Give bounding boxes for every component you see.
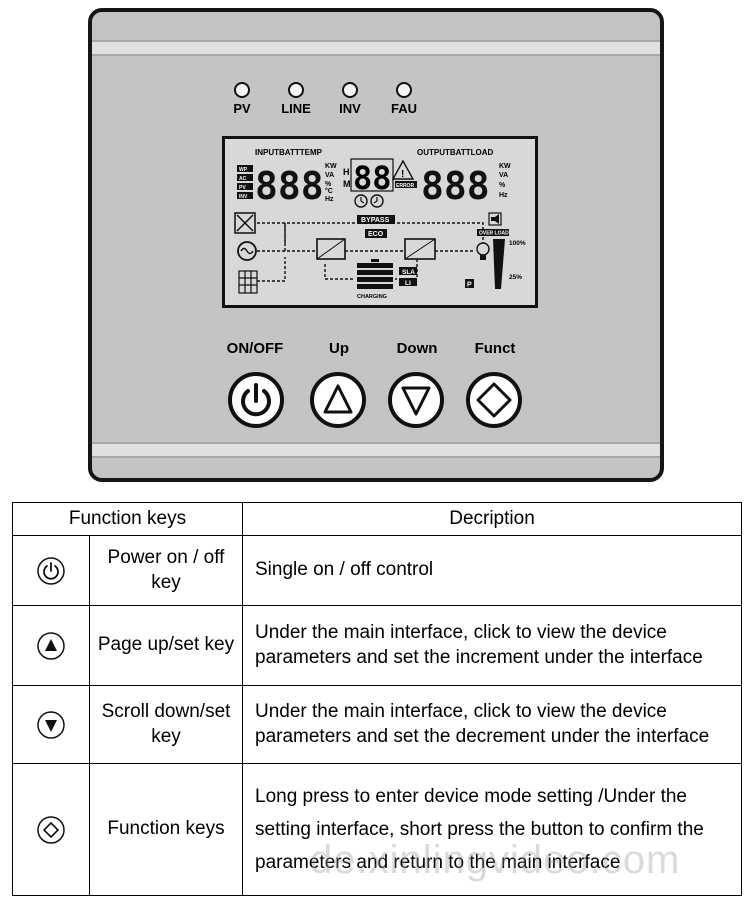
svg-text:PV: PV — [239, 185, 246, 191]
svg-text:%: % — [325, 181, 332, 188]
fan-icon — [234, 212, 256, 234]
key-label-funct: Funct — [474, 340, 516, 357]
load-level-meter — [493, 239, 505, 289]
lcd-left-units: KW VA % °C Hz — [325, 163, 337, 203]
svg-text:WP: WP — [239, 167, 248, 173]
table-row: Page up/set key Under the main interface… — [12, 605, 742, 686]
warning-icon: ! — [391, 159, 415, 180]
key-label-up: Up — [329, 340, 349, 357]
lcd-charging-label: CHARGING — [357, 294, 387, 300]
lcd-overload-label: OVER LOAD — [479, 231, 509, 237]
svg-text:AC: AC — [239, 176, 247, 182]
header-function-keys: Function keys — [12, 502, 243, 536]
rectifier-icon — [316, 238, 346, 260]
lcd-minute-label: M — [343, 179, 351, 189]
power-icon — [241, 383, 271, 417]
led-line: LINE — [276, 82, 316, 116]
table-row: Scroll down/set key Under the main inter… — [12, 685, 742, 764]
lcd-output-label: OUTPUTBATTLOAD — [417, 148, 494, 157]
svg-text:KW: KW — [499, 163, 511, 170]
svg-text:Hz: Hz — [499, 192, 508, 199]
led-label: LINE — [281, 101, 311, 116]
lcd-right-digits: 888 — [421, 164, 490, 208]
lcd-100-percent: 100% — [509, 240, 526, 247]
lcd-hour-label: H — [343, 167, 350, 177]
speaker-mute-icon — [488, 212, 502, 226]
lcd-li-label: LI — [405, 280, 411, 287]
table-row: Power on / off key Single on / off contr… — [12, 535, 742, 606]
lcd-left-digits: 888 — [255, 164, 324, 208]
clock-icon — [354, 194, 384, 208]
lcd-bypass-label: BYPASS — [361, 217, 390, 224]
panel-top-groove — [92, 40, 660, 56]
triangle-up-icon — [37, 631, 65, 660]
up-button[interactable] — [310, 372, 366, 428]
led-indicator-icon — [288, 82, 304, 98]
key-label-down: Down — [396, 340, 438, 357]
svg-text:Hz: Hz — [325, 196, 334, 203]
lcd-center-digits: 88 — [353, 159, 392, 197]
load-bulb-icon — [476, 242, 490, 260]
svg-text:°C: °C — [325, 187, 333, 195]
key-name: Page up/set key — [89, 605, 243, 686]
inverter-icon — [404, 238, 436, 260]
diamond-icon — [37, 815, 65, 844]
key-label-onoff: ON/OFF — [226, 340, 284, 357]
led-indicator-icon — [234, 82, 250, 98]
function-keys-table: Function keys Decription Power on / off … — [12, 502, 742, 896]
lcd-display: INPUTBATTTEMP OUTPUTBATTLOAD WP AC PV IN… — [222, 136, 538, 308]
led-label: INV — [339, 101, 361, 116]
triangle-down-icon — [37, 710, 65, 739]
lcd-eco-label: ECO — [368, 231, 384, 238]
lcd-right-units: KW VA % Hz — [499, 163, 511, 199]
key-description: Long press to enter device mode setting … — [242, 763, 742, 896]
key-name: Power on / off key — [89, 535, 243, 606]
key-description: Under the main interface, click to view … — [242, 605, 742, 686]
svg-text:VA: VA — [325, 172, 334, 179]
diamond-icon — [476, 382, 512, 418]
led-label: FAU — [391, 101, 417, 116]
lcd-input-label: INPUTBATTTEMP — [255, 148, 323, 157]
battery-icon — [357, 259, 393, 289]
key-name: Scroll down/set key — [89, 685, 243, 764]
lcd-sla-label: SLA — [402, 269, 415, 276]
svg-text:INV: INV — [239, 194, 248, 200]
function-button[interactable] — [466, 372, 522, 428]
led-fau: FAU — [384, 82, 424, 116]
key-description: Under the main interface, click to view … — [242, 685, 742, 764]
down-button[interactable] — [388, 372, 444, 428]
svg-text:%: % — [499, 182, 506, 189]
key-name: Function keys — [89, 763, 243, 896]
lcd-error-label: ERROR — [396, 183, 414, 189]
panel-bottom-groove — [92, 442, 660, 458]
header-description: Decription — [242, 502, 742, 536]
key-description: Single on / off control — [242, 535, 742, 606]
table-header-row: Function keys Decription — [12, 502, 742, 536]
led-indicator-icon — [342, 82, 358, 98]
lcd-p-label: P — [467, 282, 472, 289]
power-button[interactable] — [228, 372, 284, 428]
led-label: PV — [233, 101, 251, 116]
solar-panel-icon — [238, 270, 258, 294]
table-row: Function keys Long press to enter device… — [12, 763, 742, 896]
led-indicator-icon — [396, 82, 412, 98]
triangle-up-icon — [323, 384, 353, 414]
lcd-25-percent: 25% — [509, 274, 522, 281]
svg-text:KW: KW — [325, 163, 337, 170]
svg-text:VA: VA — [499, 172, 508, 179]
led-inv: INV — [330, 82, 370, 116]
inverter-control-panel: PV LINE INV FAU INPUTBATTTEMP OUTPUTBATT… — [88, 8, 664, 482]
lcd-source-tags: WP AC PV INV — [237, 165, 253, 200]
svg-text:!: ! — [401, 169, 404, 180]
triangle-down-icon — [401, 386, 431, 416]
power-icon — [37, 556, 65, 585]
ac-source-icon — [237, 241, 257, 261]
led-pv: PV — [222, 82, 262, 116]
